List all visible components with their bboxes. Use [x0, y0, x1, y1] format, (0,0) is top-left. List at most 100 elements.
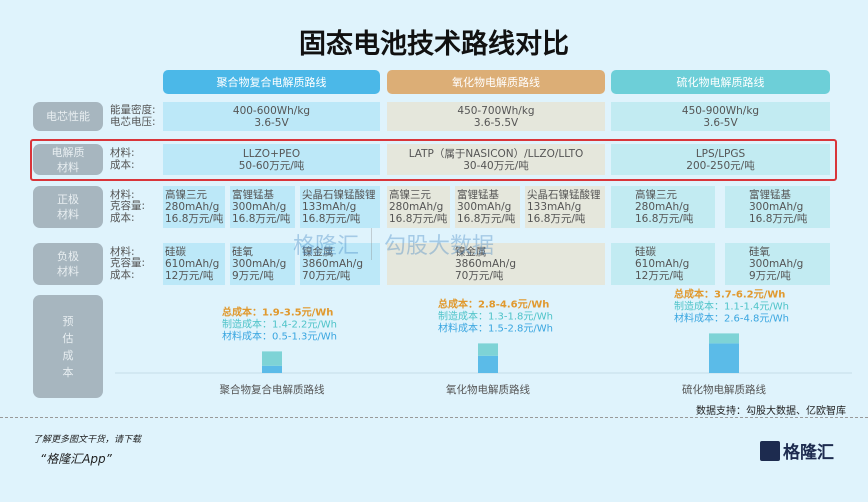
cell-text: 450-700Wh/kg [457, 104, 535, 117]
cell-text: 610mAh/g [165, 258, 220, 270]
field-labels-cathode: 材料:克容量:成本: [110, 188, 146, 225]
x-tick-label: 硫化物电解质路线 [682, 383, 766, 396]
cell-text: 450-900Wh/kg [681, 104, 760, 117]
cell-text: 300mAh/g [232, 201, 287, 213]
row-label-anode: 负极 材料 [33, 243, 103, 285]
field-labels-perf: 能量密度:电芯电压: [110, 104, 156, 128]
bar-manufacturing [478, 343, 498, 356]
cell-text: LLZO+PEO [242, 147, 301, 160]
field-label: 材料: [110, 245, 135, 258]
bar-manufacturing [262, 351, 282, 366]
route-header: 聚合物复合电解质路线 [163, 70, 380, 94]
cell-text: 硅碳 [635, 246, 656, 258]
logo-text: 格隆汇 [783, 443, 834, 463]
cell-text: 镍金属 [455, 246, 487, 258]
cell-text: 16.8万元/吨 [389, 213, 448, 225]
field-label: 成本: [110, 158, 135, 171]
cell-text: 70万元/吨 [455, 270, 504, 282]
field-label: 成本: [110, 268, 135, 281]
label-material: 材料成本：1.5-2.8元/Wh [438, 321, 553, 334]
cell-text: 16.8万元/吨 [749, 213, 808, 225]
field-label: 能量密度: [110, 104, 156, 116]
field-label: 成本: [110, 211, 135, 224]
cell-text: 16.8万元/吨 [635, 213, 694, 225]
cell-text: 400-600Wh/kg [232, 104, 311, 117]
divider [0, 417, 868, 418]
cell-text: 高镍三元 [635, 189, 677, 201]
cell-text: 高镍三元 [389, 189, 431, 201]
row-label-electrolyte: 电解质 材料 [33, 144, 103, 175]
cell-text: 133mAh/g [302, 201, 357, 213]
cell-text: 70万元/吨 [302, 270, 351, 282]
cell-text: 3.6-5.5V [473, 116, 519, 129]
cell-text: 200-250元/吨 [686, 159, 755, 172]
page-title: 固态电池技术路线对比 [299, 29, 569, 60]
field-label: 材料: [110, 188, 135, 201]
x-tick-label: 聚合物复合电解质路线 [220, 383, 325, 396]
cell-text: 3.6-5V [254, 116, 289, 129]
cell-text: 610mAh/g [635, 258, 690, 270]
electrolyte-highlight [30, 139, 837, 181]
logo-icon [760, 440, 780, 461]
cell-text: 富锂锰基 [457, 189, 499, 201]
row-label-perf: 电芯性能 [33, 102, 103, 131]
cell-text: 尖晶石镍锰酸锂 [527, 189, 601, 201]
cell-text: 硅碳 [165, 246, 186, 258]
cell-text: 3.6-5V [703, 116, 738, 129]
field-labels-anode: 材料:克容量:成本: [110, 245, 145, 282]
cell-text: 30-40万元/吨 [463, 159, 529, 172]
cell-text: 300mAh/g [457, 201, 512, 213]
bar-material [478, 355, 498, 373]
cell-text: 硅氧 [232, 246, 253, 258]
bar-material [262, 365, 282, 373]
field-label: 克容量: [110, 200, 146, 213]
cell-text: 16.8万元/吨 [527, 213, 586, 225]
field-label: 电芯电压: [110, 115, 156, 128]
cell-text: 12万元/吨 [165, 270, 214, 282]
cell-text: LPS/LPGS [695, 147, 746, 160]
row-label-cost: 预 估 成 本 [33, 295, 103, 398]
footer-logo: 格隆汇 [760, 438, 834, 463]
cell-text: 3860mAh/g [302, 258, 363, 270]
footer-app[interactable]: “格隆汇App” [40, 452, 112, 466]
route-header: 氧化物电解质路线 [387, 70, 605, 94]
cell-text: 高镍三元 [165, 189, 207, 201]
watermark: 格隆汇 勾股大数据 [293, 228, 494, 260]
cell-text: 300mAh/g [232, 258, 287, 270]
cell-text: 3860mAh/g [455, 258, 516, 270]
cell-text: 镍金属 [302, 246, 334, 258]
cell-text: 9万元/吨 [749, 270, 791, 282]
footer-line1: 了解更多图文干货，请下载 [33, 435, 142, 445]
cell-text: 50-60万元/吨 [238, 159, 305, 172]
cell-text: 280mAh/g [389, 201, 444, 213]
x-tick-label: 氧化物电解质路线 [446, 383, 530, 396]
cell-text: 9万元/吨 [232, 270, 274, 282]
bar-material [709, 343, 739, 373]
cell-text: 16.8万元/吨 [457, 213, 516, 225]
cell-text: 16.8万元/吨 [165, 213, 224, 225]
cell-text: 133mAh/g [527, 201, 582, 213]
field-label: 材料: [110, 147, 135, 159]
label-material: 材料成本：2.6-4.8元/Wh [674, 311, 789, 324]
field-labels-electrolyte: 材料:成本: [110, 147, 135, 171]
cell-text: 12万元/吨 [635, 270, 684, 282]
cell-text: 280mAh/g [165, 201, 220, 213]
row-label-cathode: 正极 材料 [33, 186, 103, 228]
